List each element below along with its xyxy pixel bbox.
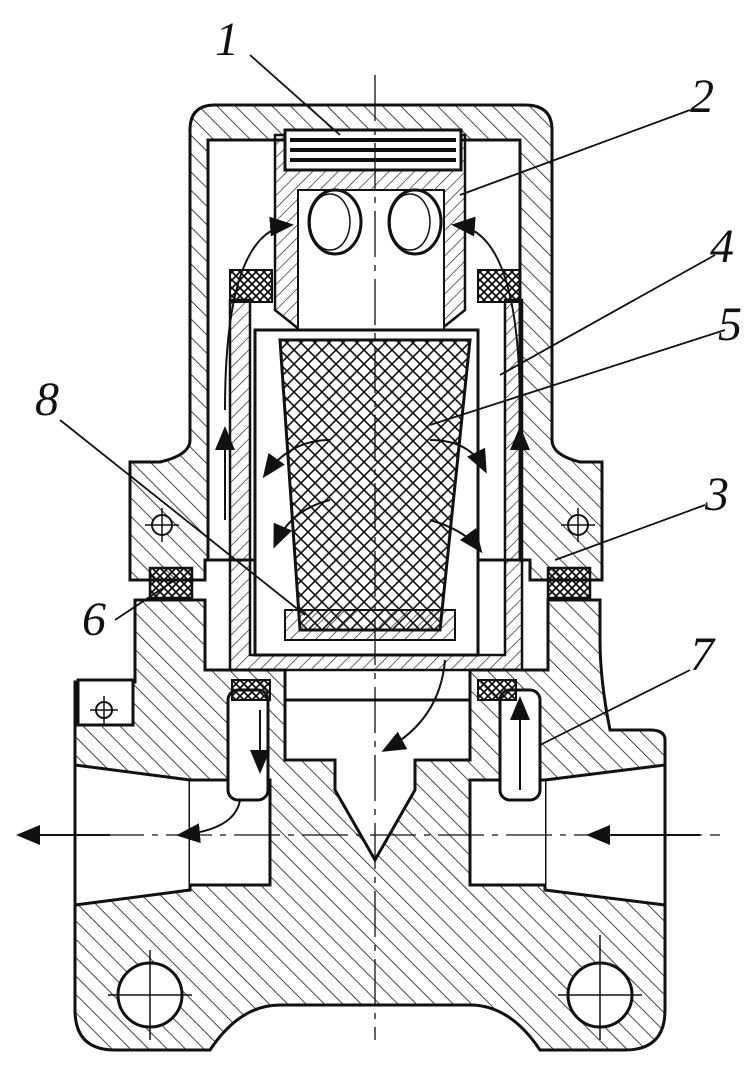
callout-1: 1 (215, 13, 239, 66)
callout-6: 6 (82, 593, 106, 646)
callout-3: 3 (704, 468, 729, 521)
seal-ring-right (546, 566, 592, 600)
callout-7: 7 (690, 628, 716, 681)
callout-8: 8 (35, 373, 59, 426)
valve-assembly (273, 128, 467, 332)
valve-ball-right (387, 188, 443, 256)
leader-lines (59, 54, 726, 746)
valve-ball-left (307, 188, 363, 256)
flow-arrows (16, 216, 700, 845)
callout-2: 2 (690, 70, 714, 123)
callout-5: 5 (718, 298, 742, 351)
filter-cartridge (253, 328, 480, 657)
callout-labels: 1 2 3 4 5 6 7 8 (35, 13, 742, 681)
callout-4: 4 (710, 220, 734, 273)
